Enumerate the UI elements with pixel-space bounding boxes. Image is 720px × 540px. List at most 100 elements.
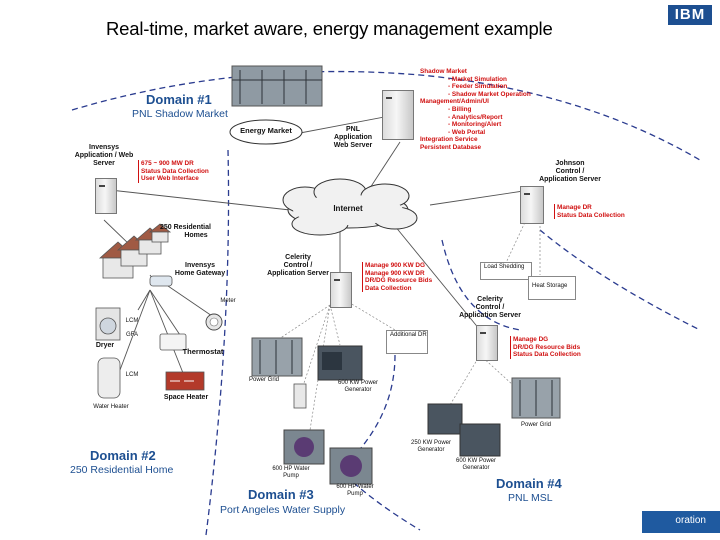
invensys-server <box>95 178 117 214</box>
energy-market-oval <box>229 119 303 145</box>
water-heater-shape <box>97 357 121 399</box>
johnson-server-label: Johnson Control / Application Server <box>530 160 610 184</box>
celerity-center-line-1: Celerity <box>285 254 311 261</box>
celerity-center-line-2: Control / <box>283 262 313 269</box>
pump-2-line-2: Pump <box>347 491 363 497</box>
residential-homes-label: 250 Residential Homes <box>160 224 232 240</box>
gen-600-d3-line-1: 600 KW Power <box>337 380 379 386</box>
slide-title: Real-time, market aware, energy manageme… <box>106 18 553 39</box>
generator-600-d4-label: 600 KW Power Generator <box>448 458 504 472</box>
internet-cloud <box>282 178 418 236</box>
celerity-center-annotation: Manage 900 KW DG Manage 900 KW DR DR/DG … <box>362 262 445 293</box>
invensys-server-line-1: Invensys <box>89 144 119 151</box>
celerity-center-note-3: DR/DG Resource Bids <box>365 277 433 285</box>
domain-4-subtitle: PNL MSL <box>508 492 553 504</box>
power-grid-d4-label: Power Grid <box>520 422 551 428</box>
invensys-server-label: Invensys Application / Web Server <box>66 144 142 168</box>
invensys-server-line-3: Server <box>93 160 115 167</box>
gateway-line-1: Invensys <box>185 262 215 269</box>
shadow-market-title: Shadow Market <box>420 68 467 75</box>
pump-1-label: 600 HP Water Pump <box>266 466 316 480</box>
heat-storage-box: Heat Storage <box>528 276 576 300</box>
johnson-note-2: Status Data Collection <box>557 211 625 219</box>
domain-1-name: Domain #1 <box>146 92 212 107</box>
gen-600-d3-line-2: Generator <box>344 387 372 393</box>
energy-market-label: Energy Market <box>240 126 292 135</box>
gen-250-line-2: Generator <box>417 447 445 453</box>
generator-250-label: 250 KW Power Generator <box>404 440 458 454</box>
celerity-right-line-2: Control / <box>475 304 505 311</box>
residential-line-1: 250 Residential <box>160 224 211 231</box>
gateway-box <box>149 275 173 287</box>
celerity-right-annotation: Manage DG DR/DG Resource Bids Status Dat… <box>510 336 599 359</box>
pump-1-line-1: 600 HP Water <box>272 466 310 472</box>
boundary-d2-d3 <box>205 149 230 536</box>
integration-service: Integration Service <box>420 136 478 144</box>
gen-250-line-1: 250 KW Power <box>410 440 452 446</box>
management-admin-ui: Management/Admin/UI <box>420 98 489 106</box>
celerity-center-note-4: Data Collection <box>365 284 412 292</box>
gateway-label: Invensys Home Gateway <box>168 262 232 278</box>
management-item-2: - Analytics/Report <box>448 113 503 121</box>
pnl-server-line-3: Web Server <box>333 142 373 149</box>
pnl-server-label: PNL Application Web Server <box>326 126 380 150</box>
internet-label: Internet <box>333 204 363 213</box>
gateway-line-2: Home Gateway <box>174 270 226 277</box>
thermostat-label: Thermostat <box>182 347 224 356</box>
invensys-note-3: User Web Interface <box>141 175 199 183</box>
management-item-3: - Monitoring/Alert <box>448 121 502 129</box>
boundary-d4 <box>539 229 701 331</box>
celerity-right-line-1: Celerity <box>477 296 503 303</box>
generator-600-d3-label: 600 KW Power Generator <box>330 380 386 394</box>
celerity-center-label: Celerity Control / Application Server <box>262 254 334 278</box>
boundary-d4-left <box>441 239 521 331</box>
celerity-center-note-1: Manage 900 KW DG <box>365 262 426 269</box>
johnson-note-1: Manage DR <box>557 204 592 211</box>
johnson-server-line-2: Control / <box>555 168 585 175</box>
celerity-right-note-1: Manage DG <box>513 336 549 343</box>
domain-2-name: Domain #2 <box>90 448 156 463</box>
invensys-note-1: 675 ~ 900 MW DR <box>141 160 194 167</box>
shadow-market-item-1: - Market Simulation <box>448 75 507 83</box>
lcm-label-1: LCM <box>125 318 139 324</box>
shadow-market-item-2: - Feeder Simulation <box>448 83 508 91</box>
domain-4-name: Domain #4 <box>496 476 562 491</box>
celerity-center-note-2: Manage 900 KW DR <box>365 269 425 277</box>
invensys-note-2: Status Data Collection <box>141 167 209 175</box>
johnson-server <box>520 186 544 224</box>
water-heater-label: Water Heater <box>93 404 129 410</box>
meter-label: Meter <box>220 298 236 304</box>
residential-line-2: Homes <box>184 232 208 239</box>
gfa-label: GFA <box>125 332 138 338</box>
shadow-market-annotation: Shadow Market - Market Simulation - Feed… <box>420 68 560 152</box>
celerity-right-note-2: DR/DG Resource Bids <box>513 343 581 351</box>
power-grid-d3-label: Power Grid <box>248 377 279 383</box>
boundary-d1 <box>71 70 701 161</box>
invensys-annotation: 675 ~ 900 MW DR Status Data Collection U… <box>138 160 227 183</box>
small-device-d3 <box>293 383 307 409</box>
lcm-label-2: LCM <box>125 372 139 378</box>
celerity-right-note-3: Status Data Collection <box>513 351 581 359</box>
invensys-server-line-2: Application / Web <box>74 152 134 159</box>
celerity-right-label: Celerity Control / Application Server <box>452 296 528 320</box>
houses-drawing <box>98 223 172 279</box>
pump-2-label: 600 HP Water Pump <box>330 484 380 498</box>
celerity-right-line-3: Application Server <box>459 312 521 319</box>
persistent-database: Persistent Database <box>420 143 482 151</box>
footer-text: oration <box>675 515 706 526</box>
domain-3-name: Domain #3 <box>248 487 314 502</box>
pump-1-line-2: Pump <box>283 473 299 479</box>
gen-600-d4-line-1: 600 KW Power <box>455 458 497 464</box>
generator-photo-250 <box>427 403 463 435</box>
generator-photo-600-d4 <box>459 423 501 457</box>
additional-dr-box: Additional DR <box>386 330 428 354</box>
thermostat-shape <box>159 333 187 351</box>
substation-photo-d1 <box>231 65 323 107</box>
domain-2-subtitle: 250 Residential Home <box>70 464 174 476</box>
space-heater-label: Space Heater <box>163 394 209 401</box>
dryer-label: Dryer <box>95 342 115 349</box>
celerity-right-server <box>476 325 498 361</box>
management-item-4: - Web Portal <box>448 128 486 136</box>
